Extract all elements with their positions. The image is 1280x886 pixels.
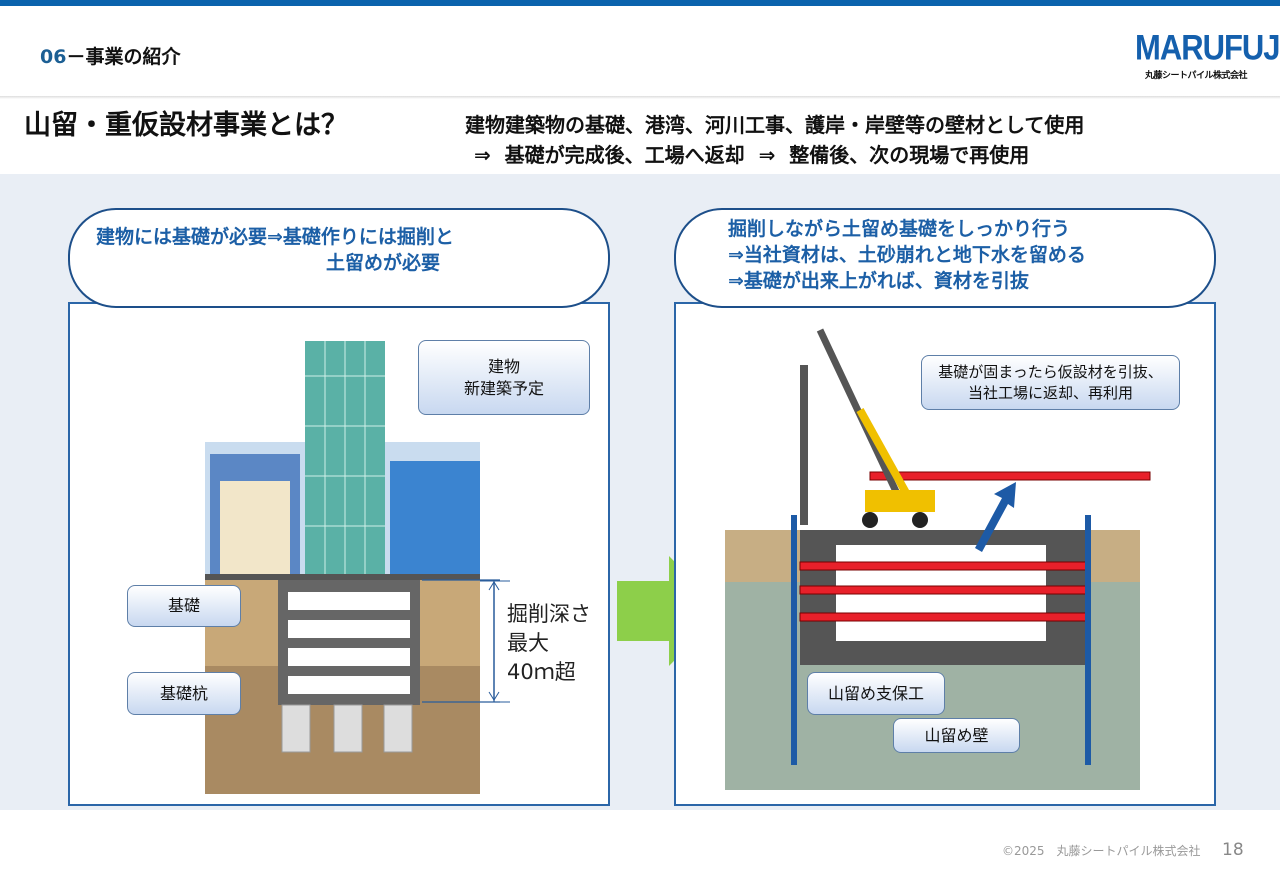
callout-foundation: 基礎	[127, 585, 241, 627]
depth-line-2: 最大	[507, 631, 549, 655]
section-heading: 06－事業の紹介	[40, 42, 180, 69]
callout-extraction-line-2: 当社工場に返却、再利用	[967, 383, 1133, 402]
callout-pile: 基礎杭	[127, 672, 241, 715]
right-bubble-line-1: 掘削しながら土留め基礎をしっかり行う	[728, 218, 1071, 240]
logo-sub: 丸藤シートパイル株式会社	[1144, 71, 1248, 81]
right-bubble: 掘削しながら土留め基礎をしっかり行う ⇒当社資材は、土砂崩れと地下水を留める ⇒…	[674, 208, 1216, 308]
depth-line-3: 40ｍ超	[507, 660, 576, 684]
depth-line-1: 掘削深さ	[507, 602, 591, 626]
section-sep: －	[66, 46, 86, 68]
callout-building-line-2: 新建築予定	[463, 378, 544, 398]
green-arrow-icon	[617, 556, 723, 666]
building-foundation-illustration	[205, 341, 500, 794]
page-number: 18	[1222, 840, 1244, 860]
footer-copyright: ©2025 丸藤シートパイル株式会社	[1002, 844, 1201, 858]
description-line-1: 建物建築物の基礎、港湾、河川工事、護岸・岸壁等の壁材として使用	[465, 113, 1085, 137]
company-logo: MARUFUJI 丸藤シートパイル株式会社	[1135, 27, 1280, 81]
callout-building: 建物新建築予定	[418, 340, 590, 415]
header-divider	[0, 96, 1280, 99]
top-accent-bar	[0, 0, 1280, 6]
label-wall: 山留め壁	[893, 718, 1020, 753]
description-line-2: ⇒ 基礎が完成後、工場へ返却 ⇒ 整備後、次の現場で再使用	[474, 143, 1030, 167]
right-bubble-line-3: ⇒基礎が出来上がれば、資材を引抜	[728, 270, 1029, 292]
section-title: 事業の紹介	[85, 46, 181, 68]
label-support: 山留め支保工	[807, 672, 945, 715]
logo-word: MARUFUJI	[1135, 27, 1280, 68]
depth-dimension-line	[480, 580, 510, 703]
callout-extraction: 基礎が固まったら仮設材を引抜、当社工場に返却、再利用	[921, 355, 1180, 410]
callout-extraction-line-1: 基礎が固まったら仮設材を引抜、	[938, 362, 1163, 381]
section-number: 06	[40, 46, 67, 68]
callout-building-line-1: 建物	[487, 356, 520, 376]
left-bubble-line-2: 土留めが必要	[326, 252, 441, 274]
page-title: 山留・重仮設材事業とは？	[24, 110, 348, 141]
left-bubble-line-1: 建物には基礎が必要⇒基礎作りには掘削と	[96, 226, 454, 248]
right-bubble-line-2: ⇒当社資材は、土砂崩れと地下水を留める	[728, 244, 1086, 266]
retaining-wall-illustration	[725, 328, 1151, 790]
left-bubble: 建物には基礎が必要⇒基礎作りには掘削と 土留めが必要	[68, 208, 610, 308]
depth-label: 掘削深さ 最大 40ｍ超	[507, 600, 591, 687]
